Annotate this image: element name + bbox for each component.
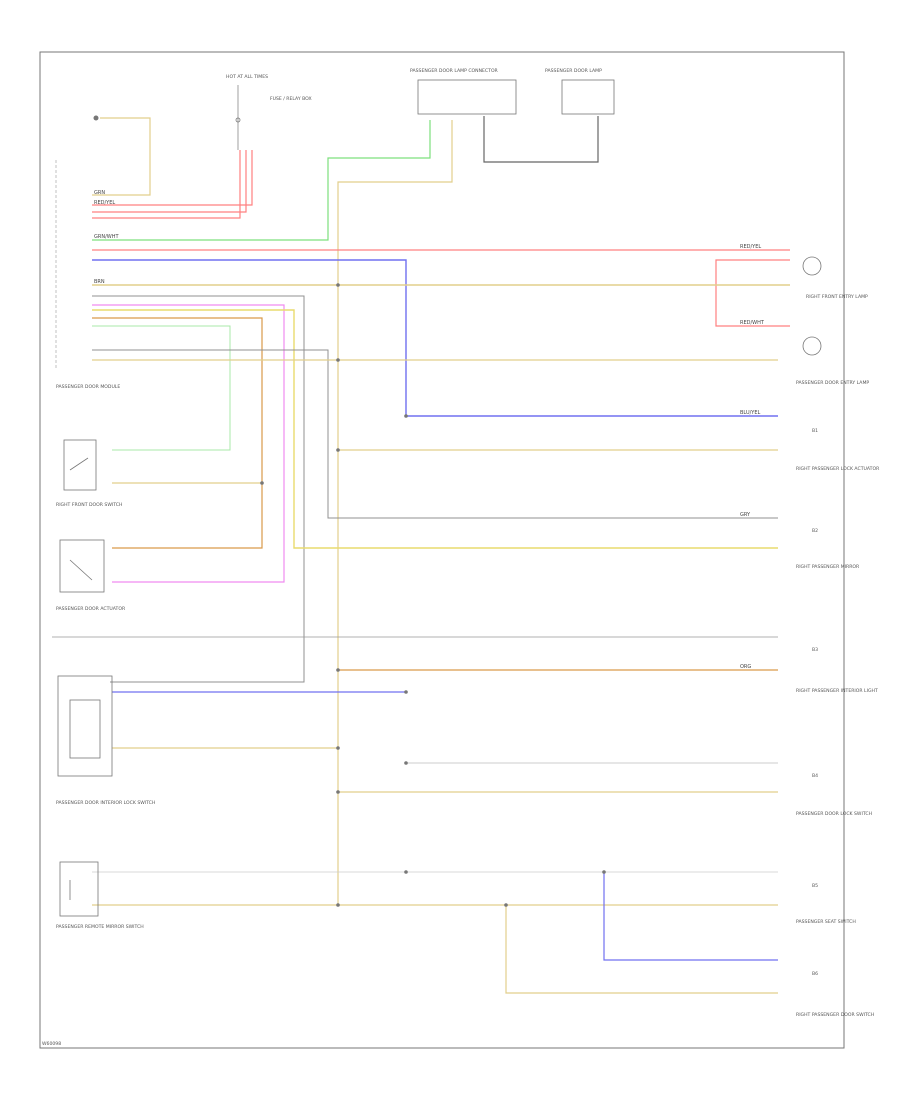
conn-ref-5: B6 (812, 971, 818, 977)
wire-labels: GRN RED/YEL RED/YEL GRN/WHT RED/WHT BRN … (94, 190, 765, 670)
wire-label-w5: RED/WHT (740, 320, 765, 326)
upper-box-2-label: PASSENGER DOOR LAMP (545, 68, 602, 74)
upper-box-1-label: PASSENGER DOOR LAMP CONNECTOR (410, 68, 499, 74)
right-label-0: RIGHT FRONT ENTRY LAMP (806, 294, 868, 300)
orange-wire (92, 317, 263, 549)
yellow-wire (92, 309, 778, 549)
wire-label-w4: GRN/WHT (94, 234, 119, 240)
tan-trunk-wire (337, 120, 453, 905)
red-wire-group (92, 115, 253, 219)
wire-label-w2: RED/YEL (94, 200, 115, 206)
wire-label-w7: BLU/YEL (740, 410, 761, 416)
right-label-6: PASSENGER SEAT SWITCH (796, 919, 856, 925)
entry-lamp-red: RIGHT FRONT ENTRY LAMP (92, 249, 868, 356)
entry-lamp-2-icon (802, 336, 822, 356)
left-module-label: PASSENGER DOOR MODULE (56, 384, 120, 390)
right-label-4: RIGHT PASSENGER INTERIOR LIGHT (796, 688, 878, 694)
mirror-switch-label: PASSENGER REMOTE MIRROR SWITCH (56, 924, 144, 930)
top-fuse-box-label: FUSE / RELAY BOX (270, 96, 312, 102)
right-label-2: RIGHT PASSENGER LOCK ACTUATOR (796, 466, 880, 472)
wire-label-w6: BRN (94, 279, 105, 285)
right-label-3: RIGHT PASSENGER MIRROR (796, 564, 860, 570)
conn-ref-1: B2 (812, 528, 818, 534)
footer-code: W60098 (42, 1041, 61, 1047)
magenta-wire (92, 304, 285, 583)
conn-ref-0: B1 (812, 428, 818, 434)
conn-ref-3: B4 (812, 773, 818, 779)
power-door-label: PASSENGER DOOR ACTUATOR (56, 606, 126, 612)
wire-label-w1: GRN (94, 190, 105, 196)
conn-ref-2: B3 (812, 647, 818, 653)
right-label-5: PASSENGER DOOR LOCK SWITCH (796, 811, 872, 817)
mirror-switch: PASSENGER REMOTE MIRROR SWITCH (56, 861, 144, 930)
top-fuse-block: HOT AT ALL TIMES FUSE / RELAY BOX (226, 74, 312, 150)
upper-connector-1: PASSENGER DOOR LAMP CONNECTOR (410, 68, 517, 115)
wire-label-w9: ORG (740, 664, 751, 670)
wire-label-w8: GRY (740, 512, 751, 518)
blue-wire (92, 259, 778, 417)
lock-switch: PASSENGER DOOR INTERIOR LOCK SWITCH (56, 675, 155, 806)
top-fuse-label: HOT AT ALL TIMES (226, 74, 268, 80)
gray-wire-2 (92, 349, 778, 519)
diagram-frame (39, 51, 845, 1049)
ground-bridge (483, 116, 599, 163)
right-labels: PASSENGER DOOR ENTRY LAMP RIGHT PASSENGE… (796, 380, 880, 1018)
connector-refs: B1 B2 B3 B4 B5 B6 (812, 428, 818, 977)
right-label-1: PASSENGER DOOR ENTRY LAMP (796, 380, 869, 386)
conn-ref-4: B5 (812, 883, 818, 889)
gray-wire-1 (92, 295, 305, 683)
front-door-switch: RIGHT FRONT DOOR SWITCH (56, 439, 122, 508)
front-switch-label: RIGHT FRONT DOOR SWITCH (56, 502, 122, 508)
light-green-wire (92, 325, 231, 451)
upper-connector-2: PASSENGER DOOR LAMP (545, 68, 615, 115)
green-wire (92, 120, 431, 241)
right-label-7: RIGHT PASSENGER DOOR SWITCH (796, 1012, 874, 1018)
power-door-switch: PASSENGER DOOR ACTUATOR (56, 539, 126, 612)
entry-lamp-icon (802, 256, 822, 276)
left-module: PASSENGER DOOR MODULE (55, 160, 120, 390)
mirror-blue-branch (603, 872, 778, 961)
splice-dots (260, 283, 606, 907)
mirror-tan-branch (505, 905, 778, 994)
tan-branches (92, 359, 778, 793)
lock-switch-label: PASSENGER DOOR INTERIOR LOCK SWITCH (56, 800, 155, 806)
wire-label-w3: RED/YEL (740, 244, 761, 250)
